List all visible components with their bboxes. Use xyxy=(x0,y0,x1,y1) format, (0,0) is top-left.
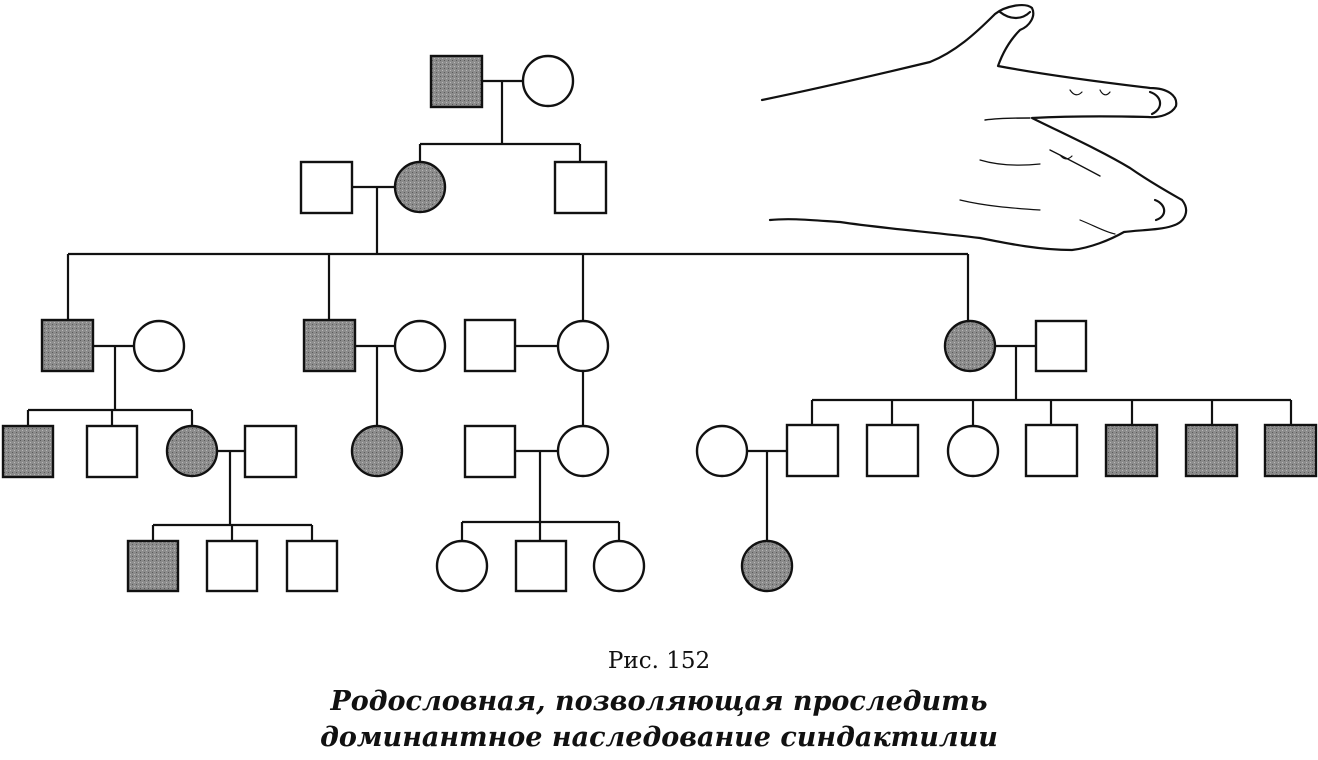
male-unaffected-symbol xyxy=(553,160,608,215)
male-unaffected-symbol xyxy=(243,424,298,479)
pedigree-chart xyxy=(1,4,1318,593)
female-unaffected-symbol xyxy=(435,539,489,593)
generation-4 xyxy=(1,423,1318,479)
male-affected-symbol xyxy=(40,318,95,373)
male-unaffected-symbol xyxy=(785,423,840,478)
female-unaffected-symbol xyxy=(592,539,646,593)
male-unaffected-symbol xyxy=(299,160,354,215)
male-unaffected-symbol xyxy=(1034,319,1088,373)
figure-label: Рис. 152 xyxy=(607,648,711,674)
figure-title: Родословная, позволяющая проследить доми… xyxy=(0,684,1318,756)
female-affected-symbol xyxy=(165,424,219,478)
male-affected-symbol xyxy=(302,318,357,373)
male-unaffected-symbol xyxy=(285,539,339,593)
female-unaffected-symbol xyxy=(393,319,447,373)
female-affected-symbol xyxy=(393,160,447,214)
female-unaffected-symbol xyxy=(132,319,186,373)
male-unaffected-symbol xyxy=(865,423,920,478)
figure-title-line: Родословная, позволяющая проследить xyxy=(330,686,988,717)
female-unaffected-symbol xyxy=(521,54,575,108)
female-affected-symbol xyxy=(350,424,404,478)
generation-3 xyxy=(40,318,1088,373)
male-unaffected-symbol xyxy=(463,424,517,479)
female-unaffected-symbol xyxy=(695,424,749,478)
generation-5 xyxy=(126,539,794,593)
male-unaffected-symbol xyxy=(463,318,517,373)
male-affected-symbol xyxy=(1104,423,1159,478)
male-unaffected-symbol xyxy=(85,424,139,479)
male-affected-symbol xyxy=(1184,423,1239,478)
hand-illustration xyxy=(760,4,1188,252)
male-affected-symbol xyxy=(126,539,180,593)
male-unaffected-symbol xyxy=(205,539,259,593)
generation-2 xyxy=(299,160,608,215)
pedigree-lines xyxy=(26,79,1293,541)
female-affected-symbol xyxy=(943,319,997,373)
generation-1 xyxy=(429,54,575,109)
male-unaffected-symbol xyxy=(514,539,568,593)
female-unaffected-symbol xyxy=(556,424,610,478)
male-unaffected-symbol xyxy=(1024,423,1079,478)
male-affected-symbol xyxy=(1263,423,1318,478)
male-affected-symbol xyxy=(429,54,484,109)
female-unaffected-symbol xyxy=(946,424,1000,478)
female-unaffected-symbol xyxy=(556,319,610,373)
male-affected-symbol xyxy=(1,424,55,479)
female-affected-symbol xyxy=(740,539,794,593)
figure-title-line: доминантное наследование синдактилии xyxy=(320,722,998,753)
